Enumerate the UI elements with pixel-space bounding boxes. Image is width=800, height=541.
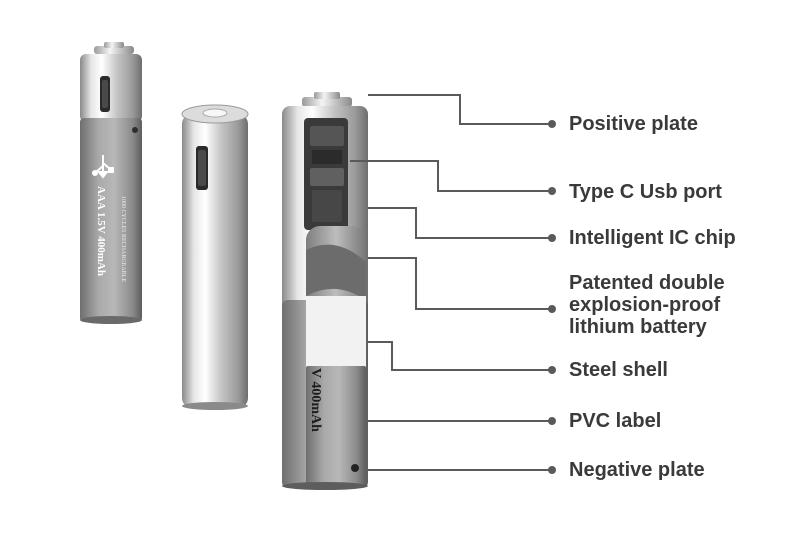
line-steel-shell bbox=[368, 341, 549, 371]
line-intelligent-ic-chip bbox=[368, 207, 549, 239]
label-battery-line-1: Patented double bbox=[569, 272, 725, 294]
label-negative-plate: Negative plate bbox=[569, 459, 705, 481]
label-battery-line-3: lithium battery bbox=[569, 316, 707, 338]
label-positive-plate: Positive plate bbox=[569, 113, 698, 135]
negative-terminal-dot bbox=[351, 464, 359, 472]
line-type-c-usb-port bbox=[350, 160, 549, 192]
label-pvc-label: PVC label bbox=[569, 410, 662, 432]
battery-cycles-text: 1000 CYCLES RECHARGEABLE bbox=[120, 196, 126, 282]
callout-dots bbox=[548, 120, 556, 474]
line-battery bbox=[368, 257, 549, 310]
battery-cutaway: V 400mAh bbox=[282, 92, 368, 490]
callout-lines bbox=[350, 94, 549, 471]
line-positive-plate bbox=[368, 94, 549, 125]
battery-spec-text: AAA 1.5V 400mAh bbox=[95, 186, 107, 276]
capacity-text: V 400mAh bbox=[308, 368, 323, 432]
label-battery: Patented double explosion-proof lithium … bbox=[569, 272, 725, 338]
battery-steel-shell bbox=[181, 104, 249, 410]
label-intelligent-ic-chip: Intelligent IC chip bbox=[569, 227, 736, 249]
label-battery-line-2: explosion-proof bbox=[569, 294, 721, 316]
label-type-c-usb-port: Type C Usb port bbox=[569, 181, 722, 203]
battery-labeled: AAA 1.5V 400mAh 1000 CYCLES RECHARGEABLE bbox=[80, 42, 142, 324]
label-steel-shell: Steel shell bbox=[569, 359, 668, 381]
usb-icon bbox=[92, 155, 114, 179]
